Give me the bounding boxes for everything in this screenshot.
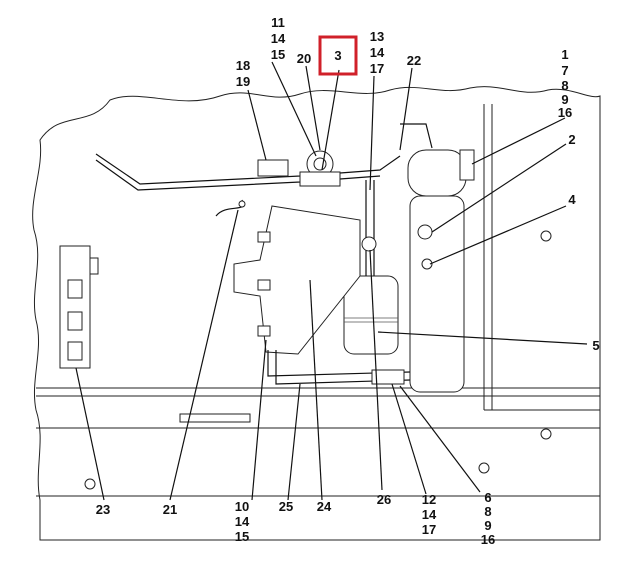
callout-label: 14 [422,507,437,522]
callout-label: 20 [297,51,311,66]
callout-label: 16 [481,532,495,547]
callout-label: 18 [236,58,250,73]
callout-label: 6 [484,490,491,505]
callout-label: 9 [484,518,491,533]
callout-label: 9 [561,92,568,107]
callout-label: 25 [279,499,293,514]
equipment-drawing [32,86,601,541]
left-bracket [59,245,99,369]
callout-label: 26 [377,492,391,507]
callout-label: 12 [422,492,436,507]
callout-24[interactable]: 24 [317,499,332,514]
panel-outline [32,86,601,541]
callout-label: 21 [163,502,177,517]
callout-4[interactable]: 4 [568,192,576,207]
callout-22[interactable]: 22 [407,53,421,68]
callout-label: 1 [561,47,568,62]
callout-label: 3 [334,48,341,63]
callout-label: 16 [558,105,572,120]
callout-12-14-17[interactable]: 12 14 17 [422,492,437,537]
callout-26[interactable]: 26 [377,492,391,507]
leader-lines [75,61,588,501]
callout-label: 14 [370,45,385,60]
callout-label: 2 [568,132,575,147]
callout-5[interactable]: 5 [592,338,599,353]
callout-label: 19 [236,74,250,89]
callout-label: 8 [561,78,568,93]
callout-label: 22 [407,53,421,68]
callout-13-14-17[interactable]: 13 14 17 [370,29,385,76]
callout-label: 5 [592,338,599,353]
callout-21[interactable]: 21 [163,502,177,517]
callout-3[interactable]: 3 [334,48,341,63]
callout-label: 14 [271,31,286,46]
callout-label: 17 [422,522,436,537]
callout-label: 13 [370,29,384,44]
callout-label: 24 [317,499,332,514]
callout-6-8-9-16[interactable]: 6 8 9 16 [481,490,495,547]
highlight-box [318,35,358,76]
callout-label: 10 [235,499,249,514]
callout-20[interactable]: 20 [297,51,311,66]
callout-label: 11 [271,15,285,30]
callout-label: 4 [568,192,576,207]
callout-11-14-15[interactable]: 11 14 15 [271,15,286,62]
callout-18-19[interactable]: 18 19 [236,58,250,89]
callout-label: 17 [370,61,384,76]
callout-23[interactable]: 23 [96,502,110,517]
callout-1-7-8-9-16[interactable]: 1 7 8 9 16 [558,47,572,120]
callout-label: 15 [271,47,285,62]
callout-label: 8 [484,504,491,519]
callout-10-14-15[interactable]: 10 14 15 [235,499,250,544]
callout-2[interactable]: 2 [568,132,575,147]
callout-label: 15 [235,529,249,544]
callout-label: 23 [96,502,110,517]
callout-label: 7 [561,63,568,78]
callout-25[interactable]: 25 [279,499,293,514]
callout-label: 14 [235,514,250,529]
